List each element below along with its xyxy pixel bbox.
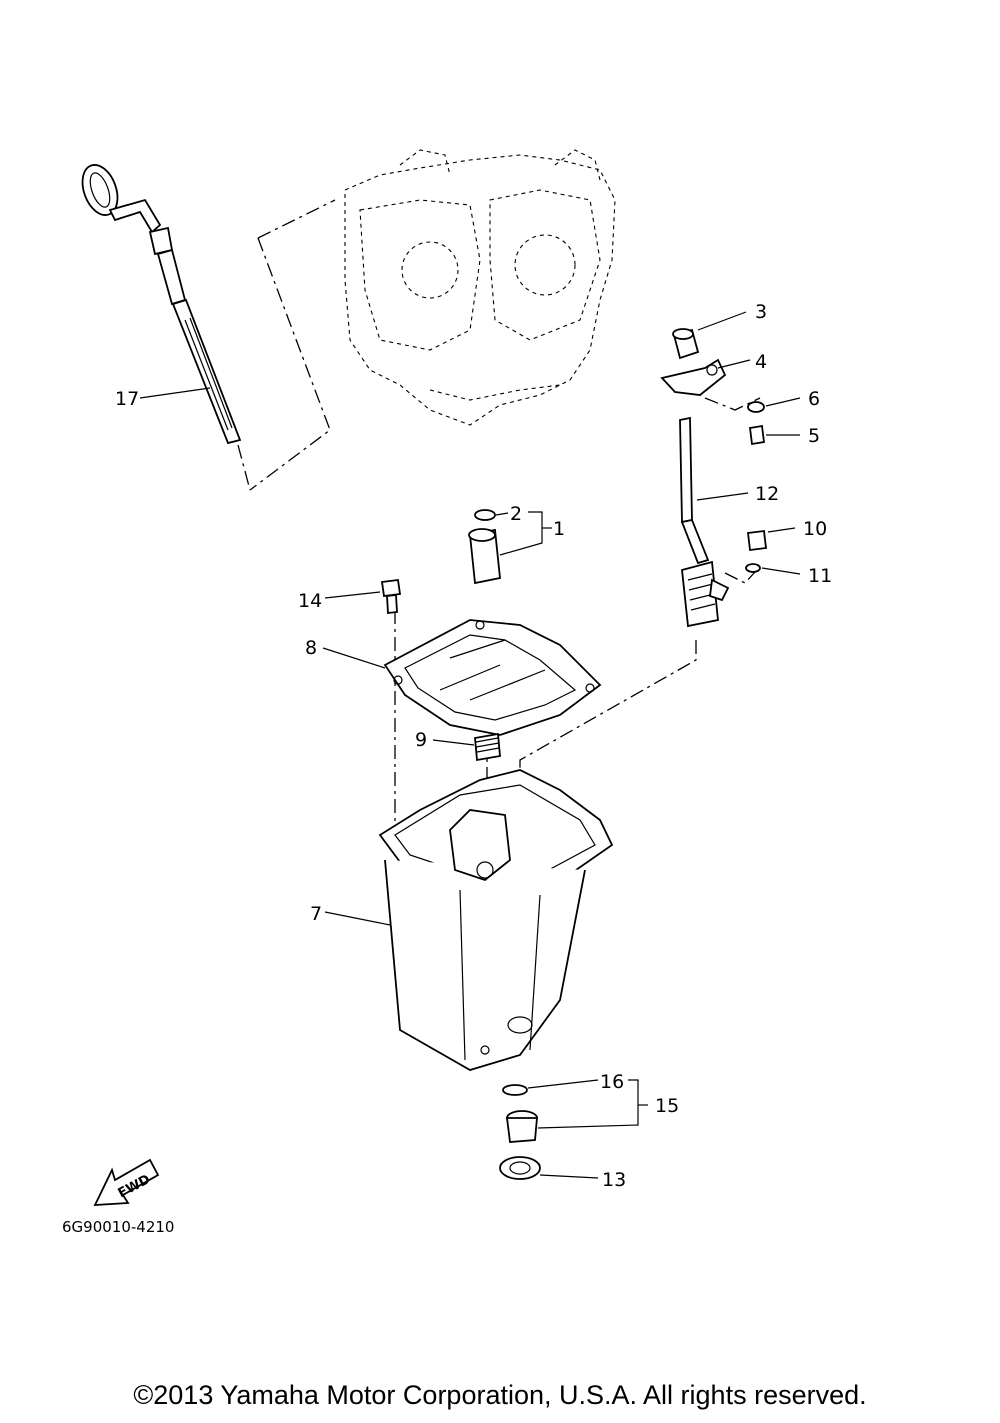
callout-3: 3 bbox=[755, 301, 767, 323]
callout-2: 2 bbox=[510, 503, 522, 525]
callout-16: 16 bbox=[600, 1071, 624, 1093]
dipstick-part-17 bbox=[81, 164, 242, 445]
small-fasteners bbox=[745, 401, 767, 573]
callout-15: 15 bbox=[655, 1095, 679, 1117]
callout-4: 4 bbox=[755, 351, 767, 373]
plug-part-9 bbox=[474, 732, 501, 762]
guide-lines bbox=[237, 199, 761, 870]
relief-valve-part-1 bbox=[468, 509, 501, 585]
callout-10: 10 bbox=[803, 518, 827, 540]
callout-labels: 17 3 4 6 5 12 2 1 10 11 14 8 9 7 16 15 1… bbox=[115, 301, 832, 1191]
bolt-part-14 bbox=[380, 578, 402, 614]
drain-parts bbox=[499, 1084, 541, 1180]
diagram-code: 6G90010-4210 bbox=[62, 1218, 174, 1236]
fwd-arrow-icon: FWD bbox=[93, 1158, 160, 1206]
callout-7: 7 bbox=[310, 903, 322, 925]
callout-13: 13 bbox=[602, 1169, 626, 1191]
callout-14: 14 bbox=[298, 590, 322, 612]
callout-8: 8 bbox=[305, 637, 317, 659]
oil-pickup-assembly bbox=[660, 328, 730, 628]
gasket-part-8 bbox=[383, 619, 602, 736]
copyright-text: ©2013 Yamaha Motor Corporation, U.S.A. A… bbox=[133, 1380, 867, 1410]
callout-5: 5 bbox=[808, 425, 820, 447]
leader-lines bbox=[139, 311, 801, 1179]
engine-block-outline bbox=[344, 149, 616, 426]
callout-17: 17 bbox=[115, 388, 139, 410]
oil-pan-part-7 bbox=[378, 769, 614, 1071]
callout-6: 6 bbox=[808, 388, 820, 410]
callout-12: 12 bbox=[755, 483, 779, 505]
callout-11: 11 bbox=[808, 565, 832, 587]
callout-9: 9 bbox=[415, 729, 427, 751]
callout-1: 1 bbox=[553, 518, 565, 540]
